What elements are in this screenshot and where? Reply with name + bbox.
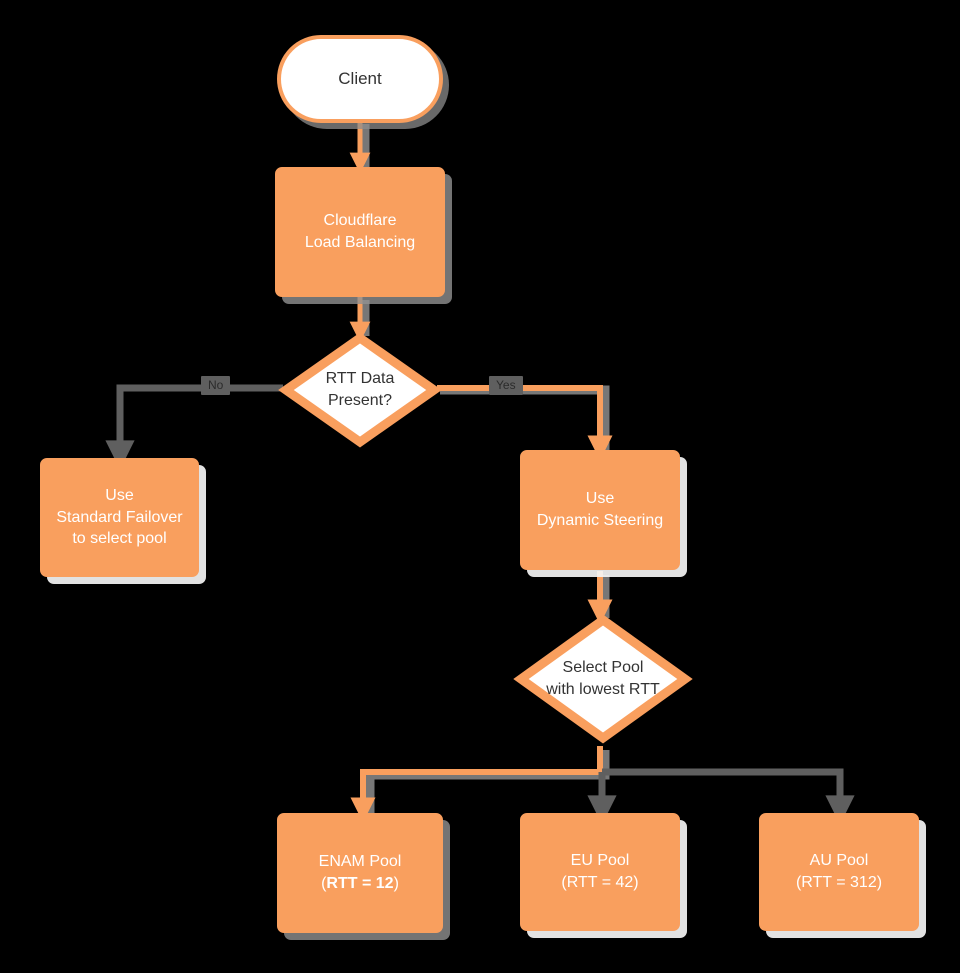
- lb-line-1: Cloudflare: [323, 212, 397, 230]
- au-line-1: AU Pool: [809, 852, 869, 870]
- node-dynamic-steering[interactable]: Use Dynamic Steering: [520, 450, 680, 570]
- edge-rtt-yes-to-dynamic-steering: [437, 385, 613, 461]
- node-select-pool-lowest-rtt-label: Select Pool with lowest RTT: [546, 657, 660, 700]
- diamond-shape-rtt: [278, 332, 442, 448]
- enam-rtt-suffix: ): [393, 875, 399, 892]
- enam-line-2: (RTT = 12): [319, 873, 402, 895]
- node-select-pool-lowest-rtt[interactable]: Select Pool with lowest RTT: [513, 612, 693, 746]
- eu-line-2: (RTT = 42): [561, 874, 639, 891]
- node-cloudflare-load-balancing[interactable]: Cloudflare Load Balancing: [275, 167, 445, 297]
- enam-rtt-value: RTT = 12: [326, 875, 394, 892]
- sf-line-3: to select pool: [72, 530, 167, 548]
- node-dynamic-steering-label: Use Dynamic Steering: [537, 488, 663, 531]
- ds-line-1: Use: [585, 490, 615, 508]
- node-rtt-data-present[interactable]: RTT Data Present?: [278, 330, 442, 450]
- edge-select-pool-to-au: [602, 768, 855, 825]
- rtt-line-1: RTT Data: [325, 370, 395, 388]
- lb-line-2: Load Balancing: [304, 234, 416, 251]
- node-rtt-data-present-label: RTT Data Present?: [326, 368, 395, 411]
- node-eu-pool[interactable]: EU Pool (RTT = 42): [520, 813, 680, 931]
- node-cloudflare-load-balancing-label: Cloudflare Load Balancing: [305, 210, 415, 253]
- node-au-pool[interactable]: AU Pool (RTT = 312): [759, 813, 919, 931]
- au-line-2: (RTT = 312): [795, 874, 883, 891]
- sp-line-1: Select Pool: [562, 659, 644, 677]
- enam-rtt-prefix: (: [321, 875, 327, 892]
- diamond-shape-select-pool: [513, 614, 693, 744]
- edge-label-yes: Yes: [489, 376, 523, 396]
- node-standard-failover-label: Use Standard Failover to select pool: [56, 485, 182, 550]
- node-client-label: Client: [338, 69, 382, 88]
- node-client[interactable]: Client: [277, 35, 443, 123]
- eu-line-1: EU Pool: [570, 852, 630, 870]
- edge-label-no: No: [201, 376, 231, 396]
- ds-line-2: Dynamic Steering: [536, 512, 664, 529]
- node-au-pool-label: AU Pool (RTT = 312): [796, 850, 882, 893]
- rtt-line-2: Present?: [327, 392, 393, 409]
- sf-line-2: Standard Failover: [56, 508, 183, 526]
- edge-rtt-no-to-standard-failover: [105, 384, 283, 470]
- edge-select-pool-to-enam: [350, 746, 603, 823]
- node-enam-pool[interactable]: ENAM Pool (RTT = 12): [277, 813, 443, 933]
- enam-line-1: ENAM Pool: [318, 853, 402, 871]
- sp-line-2: with lowest RTT: [546, 681, 660, 698]
- node-standard-failover[interactable]: Use Standard Failover to select pool: [40, 458, 199, 577]
- node-eu-pool-label: EU Pool (RTT = 42): [561, 850, 638, 893]
- node-enam-pool-label: ENAM Pool (RTT = 12): [319, 851, 402, 894]
- sf-line-1: Use: [105, 487, 134, 505]
